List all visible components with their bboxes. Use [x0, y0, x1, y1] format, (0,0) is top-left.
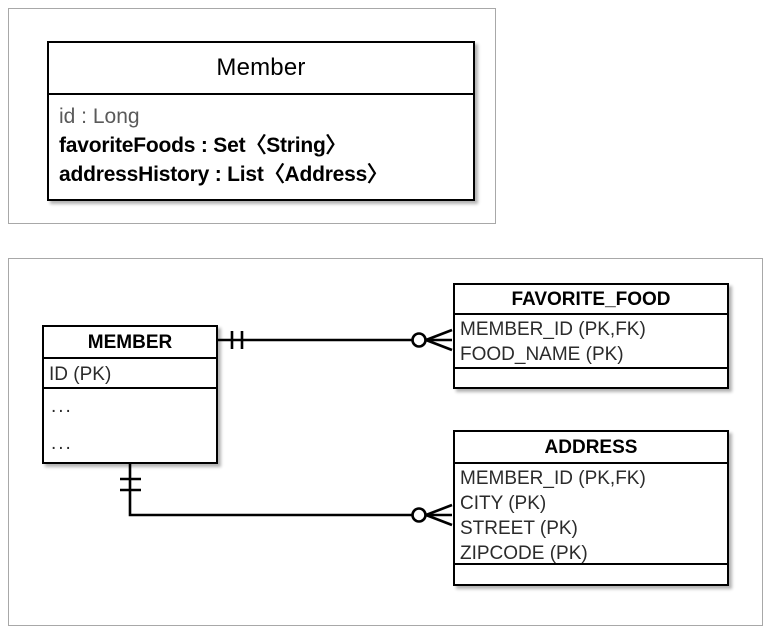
er-table-favorite-food-footer: [455, 367, 727, 389]
er-table-member[interactable]: MEMBER ID (PK) ... ... ...: [42, 325, 218, 464]
er-table-address[interactable]: ADDRESS MEMBER_ID (PK,FK) CITY (PK) STRE…: [453, 430, 729, 586]
uml-attribute-id: id : Long: [59, 105, 140, 128]
er-table-address-footer: [455, 563, 727, 586]
uml-class-box-member[interactable]: Member id : Long favoriteFoods : Set〈Str…: [47, 41, 475, 201]
uml-class-attributes-section: id : Long favoriteFoods : Set〈String〉 ad…: [49, 93, 473, 198]
er-column-address-member-id: MEMBER_ID (PK,FK): [460, 468, 646, 489]
uml-class-title-section: Member: [49, 43, 473, 93]
er-table-address-header: ADDRESS: [455, 432, 727, 462]
er-table-member-pk-section: ID (PK): [44, 357, 216, 387]
er-table-address-columns: MEMBER_ID (PK,FK) CITY (PK) STREET (PK) …: [455, 462, 727, 563]
er-table-favorite-food[interactable]: FAVORITE_FOOD MEMBER_ID (PK,FK) FOOD_NAM…: [453, 283, 729, 389]
er-column-address-street: STREET (PK): [460, 518, 578, 539]
uml-attribute-favorite-foods: favoriteFoods : Set〈String〉: [59, 134, 347, 157]
er-table-favorite-food-header: FAVORITE_FOOD: [455, 285, 727, 313]
er-table-member-name: MEMBER: [87, 331, 173, 353]
er-table-member-placeholder-section: ... ... ...: [44, 387, 216, 460]
er-placeholder-row-2: ...: [51, 433, 73, 454]
uml-attribute-address-history: addressHistory : List〈Address〉: [59, 163, 388, 186]
er-column-address-zipcode: ZIPCODE (PK): [460, 543, 588, 563]
uml-class-name: Member: [216, 54, 306, 81]
er-table-favorite-food-name: FAVORITE_FOOD: [511, 288, 671, 310]
uml-class-diagram-panel: Member id : Long favoriteFoods : Set〈Str…: [8, 8, 496, 224]
er-table-address-name: ADDRESS: [544, 436, 638, 458]
er-column-favorite-food-member-id: MEMBER_ID (PK,FK): [460, 319, 646, 340]
er-table-member-header: MEMBER: [44, 327, 216, 357]
er-column-member-id: ID (PK): [49, 364, 112, 385]
er-placeholder-row-3: ...: [44, 455, 216, 460]
er-column-favorite-food-food-name: FOOD_NAME (PK): [460, 344, 624, 365]
er-table-favorite-food-columns: MEMBER_ID (PK,FK) FOOD_NAME (PK): [455, 313, 727, 367]
er-column-address-city: CITY (PK): [460, 493, 547, 514]
er-placeholder-row-1: ...: [51, 396, 73, 417]
